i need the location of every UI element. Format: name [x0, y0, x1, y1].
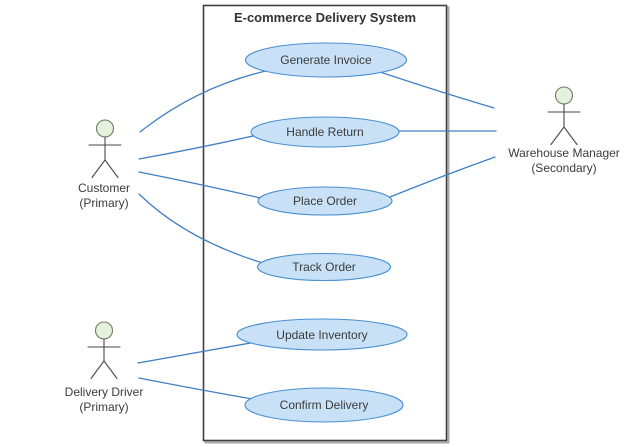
system-boundary: E-commerce Delivery System	[202, 4, 450, 444]
associations	[137, 69, 497, 401]
actor-head	[554, 86, 574, 105]
association-customer-generate-invoice	[139, 69, 271, 133]
use-case-handle-return: Handle Return	[250, 116, 400, 148]
use-case-label: Confirm Delivery	[280, 398, 369, 412]
use-case-update-inventory: Update Inventory	[236, 318, 408, 351]
use-case-generate-invoice: Generate Invoice	[244, 42, 408, 78]
use-case-confirm-delivery: Confirm Delivery	[244, 387, 404, 423]
association-warehouse-manager-generate-invoice	[379, 71, 495, 109]
association-delivery-driver-update-inventory	[137, 341, 257, 364]
actor-delivery-driver: Delivery Driver (Primary)	[65, 321, 144, 414]
actor-right-leg	[103, 360, 118, 380]
actor-head	[95, 119, 115, 138]
actor-customer: Customer (Primary)	[78, 119, 130, 210]
actor-left-leg	[91, 159, 106, 179]
use-case-place-order: Place Order	[257, 186, 393, 216]
use-case-label: Track Order	[292, 260, 356, 274]
use-case-ellipse	[256, 252, 392, 282]
actor-right-leg	[104, 159, 119, 179]
actor-name: Warehouse Manager	[508, 146, 620, 160]
actor-role: (Primary)	[79, 400, 128, 414]
actor-name: Delivery Driver	[65, 385, 144, 399]
use-case-label: Place Order	[293, 194, 357, 208]
use-case-ellipse	[244, 387, 404, 423]
actor-right-leg	[563, 126, 578, 146]
use-case-label: Update Inventory	[276, 328, 367, 342]
use-case-label: Handle Return	[286, 125, 363, 139]
system-boundary-title: E-commerce Delivery System	[234, 10, 416, 25]
use-case-ellipse	[236, 318, 408, 351]
association-delivery-driver-confirm-delivery	[138, 377, 259, 401]
association-customer-track-order	[138, 193, 267, 265]
system-boundary-box	[202, 4, 448, 442]
use-case-ellipse	[244, 42, 408, 78]
actor-head	[94, 321, 114, 340]
actor-warehouse-manager: Warehouse Manager (Secondary)	[508, 86, 620, 175]
actor-role: (Secondary)	[531, 161, 596, 175]
association-customer-place-order	[138, 171, 266, 200]
actor-left-leg	[550, 126, 565, 146]
use-case-ellipse	[257, 186, 393, 216]
use-case-track-order: Track Order	[256, 252, 392, 282]
actor-name: Customer	[78, 181, 130, 195]
actor-left-leg	[90, 360, 105, 380]
association-customer-handle-return	[138, 133, 263, 160]
use-case-label: Generate Invoice	[280, 53, 372, 67]
association-warehouse-manager-place-order	[384, 156, 496, 200]
actor-role: (Primary)	[79, 196, 128, 210]
use-case-ellipse	[250, 116, 400, 148]
